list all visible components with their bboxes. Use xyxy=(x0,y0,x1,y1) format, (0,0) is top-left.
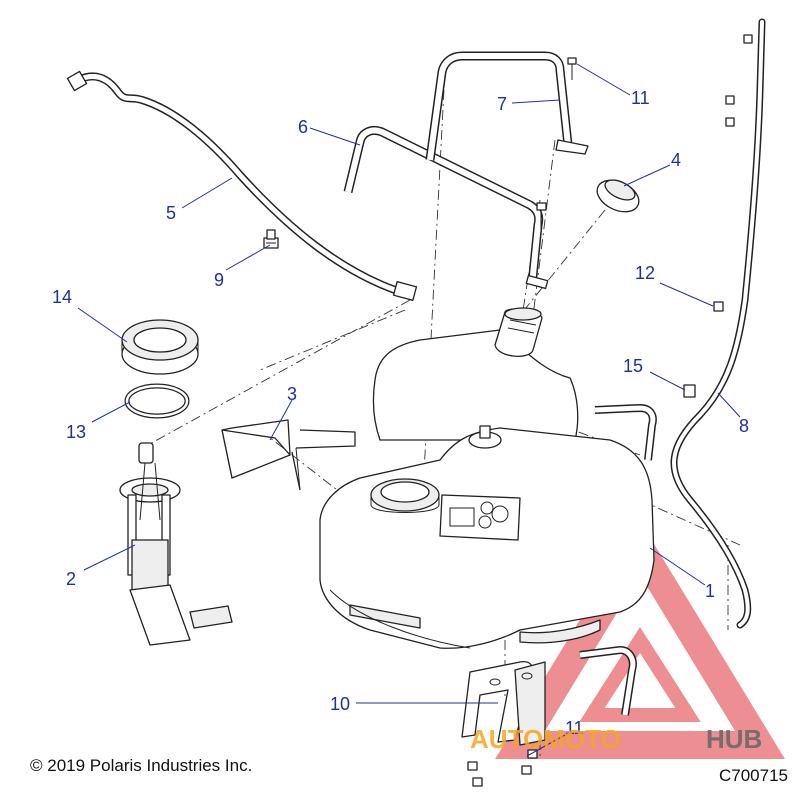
vent-hose-part-5 xyxy=(66,70,418,301)
callout-12: 12 xyxy=(635,263,655,283)
leader-lines xyxy=(77,63,741,757)
lock-ring-part-14 xyxy=(121,319,199,375)
fuel-pump-part-2 xyxy=(119,442,233,646)
figure-code: C700715 xyxy=(718,766,788,785)
filler-ring-part-4 xyxy=(596,179,640,213)
callout-11-bottom: 11 xyxy=(565,718,584,738)
callout-labels: 1 2 3 4 5 6 7 8 9 10 11 11 12 13 14 15 xyxy=(52,88,749,738)
gasket-part-13 xyxy=(124,383,190,419)
heat-shield-part-3 xyxy=(221,419,356,491)
callout-11-top: 11 xyxy=(631,88,650,108)
watermark-wordmark: AUTOMOTO HUB xyxy=(470,724,762,754)
callout-4: 4 xyxy=(671,150,681,170)
callout-8: 8 xyxy=(739,416,749,436)
callout-10: 10 xyxy=(330,694,350,714)
callout-1: 1 xyxy=(705,581,715,601)
callout-7: 7 xyxy=(497,94,507,114)
strap-pad-right xyxy=(594,403,657,461)
callout-5: 5 xyxy=(166,203,176,223)
copyright-notice: © 2019 Polaris Industries Inc. xyxy=(30,756,253,775)
vent-valve-part-9 xyxy=(263,229,279,249)
fuel-tank-part-1 xyxy=(319,307,655,649)
callout-2: 2 xyxy=(66,569,76,589)
callout-13: 13 xyxy=(66,422,86,442)
bolt-hardware xyxy=(536,34,753,312)
callout-3: 3 xyxy=(287,384,297,404)
callout-14: 14 xyxy=(52,287,72,307)
watermark-text-primary: AUTOMOTO xyxy=(470,724,621,754)
callout-9: 9 xyxy=(214,270,224,290)
watermark-text-secondary: HUB xyxy=(706,724,762,754)
hose-part-8 xyxy=(670,18,766,629)
bracket-part-10 xyxy=(461,660,546,746)
strap-part-6 xyxy=(343,125,549,290)
callout-15: 15 xyxy=(623,356,643,376)
clip-part-15 xyxy=(683,384,696,398)
strap-part-7 xyxy=(425,51,589,161)
watermark-logo xyxy=(495,521,785,759)
watermark-triangle xyxy=(495,521,785,759)
strap-pad-lower xyxy=(579,645,637,716)
callout-6: 6 xyxy=(298,117,308,137)
bolt-part-11-lower xyxy=(467,749,538,787)
